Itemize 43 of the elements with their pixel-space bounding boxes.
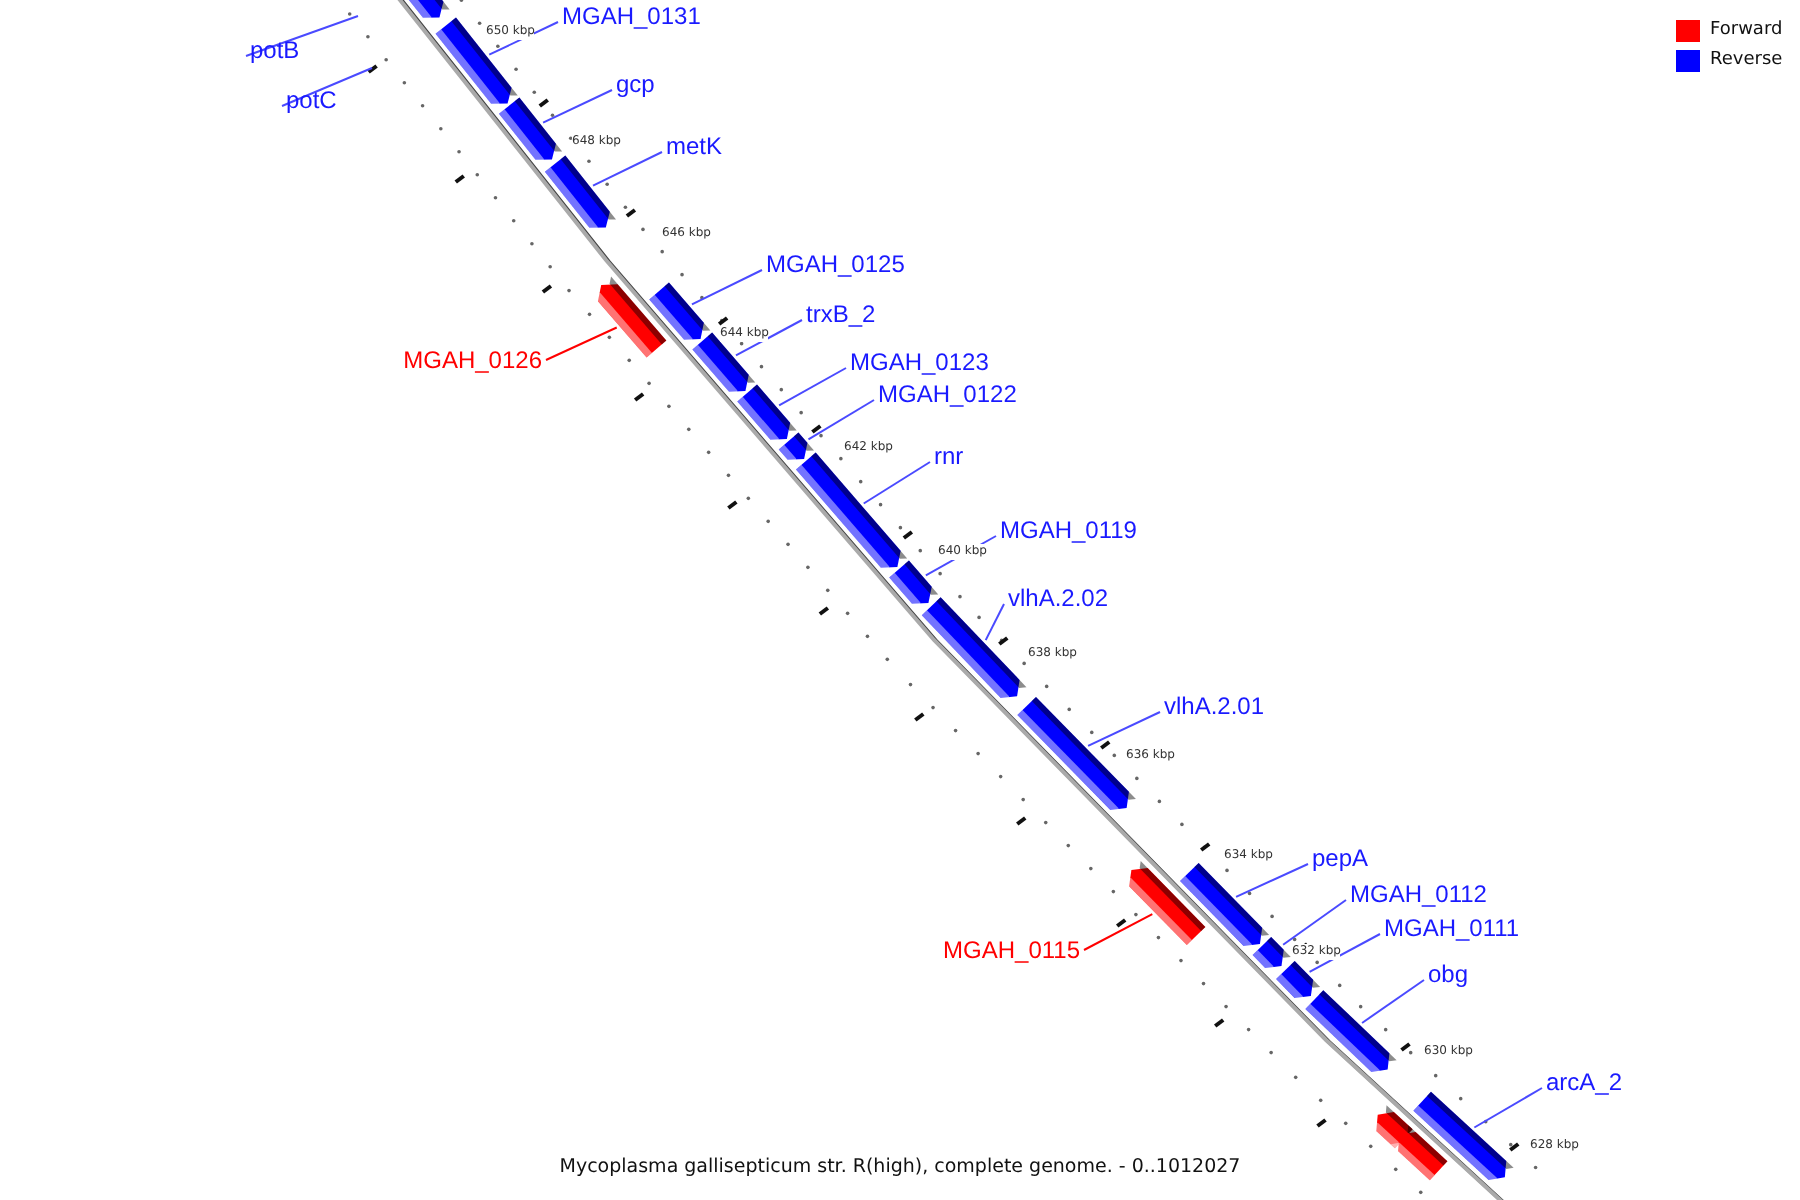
leader-line <box>1308 933 1381 973</box>
gene-label: vlhA.2.01 <box>1164 692 1265 720</box>
leader-line <box>1087 711 1161 747</box>
leader-line <box>862 461 931 505</box>
gene-label: MGAH_0125 <box>766 250 905 278</box>
legend-label: Forward <box>1710 20 1783 42</box>
gene-label: vlhA.2.02 <box>1008 584 1109 612</box>
leader-line <box>807 399 875 441</box>
gene-label: rnr <box>934 442 964 470</box>
gene-label: trxB_2 <box>806 300 876 328</box>
gene-label: MGAH_0123 <box>850 348 989 376</box>
leader-line <box>1361 979 1425 1024</box>
gene-label: MGAH_0131 <box>562 2 701 30</box>
leader-line <box>545 326 618 361</box>
leader-line <box>281 67 373 107</box>
caption: Mycoplasma gallisepticum str. R(high), complete genome. - 0..1012027 <box>559 1156 1241 1180</box>
gene-label: MGAH_0126 <box>403 346 542 374</box>
gene-label: pepA <box>1312 844 1369 872</box>
gene-label: MGAH_0122 <box>878 380 1017 408</box>
leader-line <box>488 21 559 56</box>
leader-line <box>542 89 613 124</box>
leader-line <box>1083 913 1154 951</box>
gene-label: MGAH_0115 <box>943 936 1080 964</box>
gene-label: potB <box>250 36 300 64</box>
gene-bar <box>1390 1125 1448 1181</box>
gene-label: MGAH_0111 <box>1384 914 1520 942</box>
leader-line <box>1235 863 1309 898</box>
leader-line <box>690 269 763 306</box>
leader-line <box>592 151 663 187</box>
gene-label: arcA_2 <box>1546 1068 1623 1096</box>
leader-line <box>734 319 803 357</box>
legend-label: Reverse <box>1710 50 1783 72</box>
gene-label: potC <box>286 86 337 114</box>
leader-line <box>778 367 847 407</box>
leader-line <box>984 603 1005 642</box>
leader-line <box>1282 899 1347 946</box>
gene-label: MGAH_0119 <box>1000 516 1137 544</box>
gene-label: obg <box>1428 960 1469 988</box>
gene-label: metK <box>666 132 723 160</box>
gene-label: MGAH_0112 <box>1350 880 1487 908</box>
gene-label: gcp <box>616 70 655 98</box>
leader-line <box>1473 1087 1543 1129</box>
leader-line <box>245 15 359 57</box>
